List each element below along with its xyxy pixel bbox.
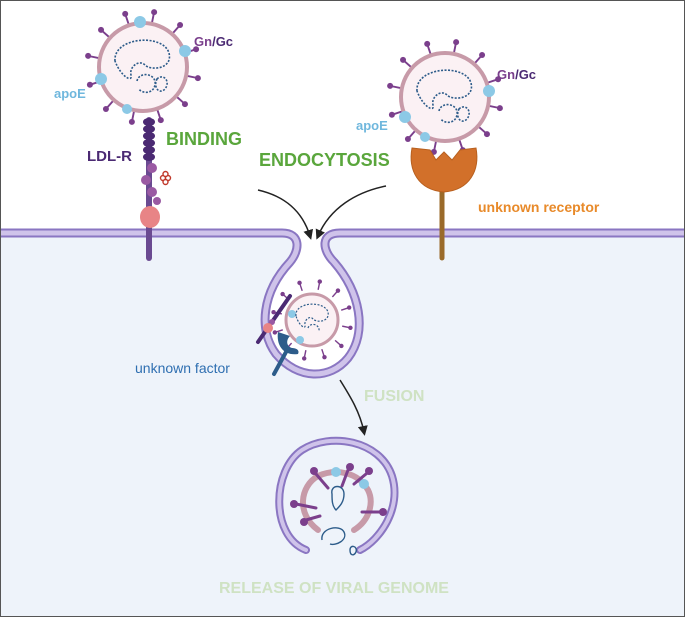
cytoplasm-region [1, 236, 684, 616]
fusion-glycoproteins [294, 468, 382, 522]
glycoprotein-head [424, 40, 431, 47]
plasma-membrane-inner [1, 230, 684, 377]
glycoprotein-head [194, 75, 201, 82]
glycoprotein-head [335, 288, 341, 293]
endocytosis-label: ENDOCYTOSIS [259, 150, 390, 170]
glycoprotein-head [98, 26, 105, 33]
ldlr-beads [143, 118, 155, 161]
glycoprotein-head [102, 105, 109, 112]
released-genome-icon [321, 485, 358, 556]
arrow-icon [257, 189, 314, 240]
glycoprotein-head [280, 291, 285, 297]
endocytosis-arrows [257, 185, 387, 240]
unknown-factor-label: unknown factor [135, 360, 230, 376]
glycoprotein-head [193, 46, 200, 53]
glycoprotein-head [86, 81, 93, 88]
glycoprotein-head [301, 356, 307, 361]
glycoprotein-head [346, 305, 352, 310]
glycoprotein-head [479, 52, 486, 59]
unknown-receptor-label: unknown receptor [478, 199, 600, 215]
glycoprotein-head [495, 76, 502, 83]
fusion-arrow-icon [339, 379, 368, 436]
glycoprotein-head [128, 118, 135, 125]
genome-icon [114, 39, 171, 94]
unknown-factor-icon [272, 332, 299, 376]
ldlr-label: LDL-R [87, 148, 132, 165]
glycoprotein-head [122, 10, 129, 17]
glycoprotein-head [496, 105, 503, 112]
virion-left-icon [85, 9, 201, 125]
flower-domain-icon [159, 170, 172, 186]
glycoprotein-head [272, 330, 278, 335]
apoe-label-right: apoE [356, 118, 388, 133]
glycoprotein-head [181, 101, 188, 108]
fusion-vesicle-icon [275, 436, 399, 556]
glycoprotein-head [388, 111, 395, 118]
endocytosed-virion-icon [271, 279, 353, 361]
internalized-ldlr-icon [256, 294, 292, 344]
glycoprotein-head [151, 9, 158, 16]
glycoprotein-head [483, 131, 490, 138]
glycoprotein-head [322, 354, 327, 360]
glycoprotein-head [317, 279, 323, 284]
genome-icon [416, 69, 473, 124]
glycoprotein-head [453, 39, 460, 46]
gn-gc-label-right: Gn/Gc [497, 67, 536, 82]
unknown-receptor-icon [410, 147, 478, 261]
glycoprotein-head [348, 325, 353, 331]
glycoprotein-head [387, 82, 394, 89]
glycoprotein-head [85, 52, 92, 59]
gn-gc-label-left: Gn/Gc [194, 34, 233, 49]
release-label: RELEASE OF VIRAL GENOME [219, 580, 449, 597]
arrow-icon [315, 185, 387, 240]
ldl-receptor-icon [140, 117, 172, 261]
apoe-label-left: apoE [54, 86, 86, 101]
glycoprotein-head [297, 280, 302, 286]
glycoprotein-head [157, 117, 164, 124]
glycoprotein-head [404, 135, 411, 142]
glycoprotein-head [339, 343, 344, 349]
glycoprotein-head [271, 309, 276, 315]
glycoprotein-head [177, 22, 184, 29]
binding-label: BINDING [166, 129, 242, 149]
virion-right-icon [387, 39, 503, 155]
glycoprotein-head [400, 56, 407, 63]
fusion-label: FUSION [364, 388, 424, 405]
